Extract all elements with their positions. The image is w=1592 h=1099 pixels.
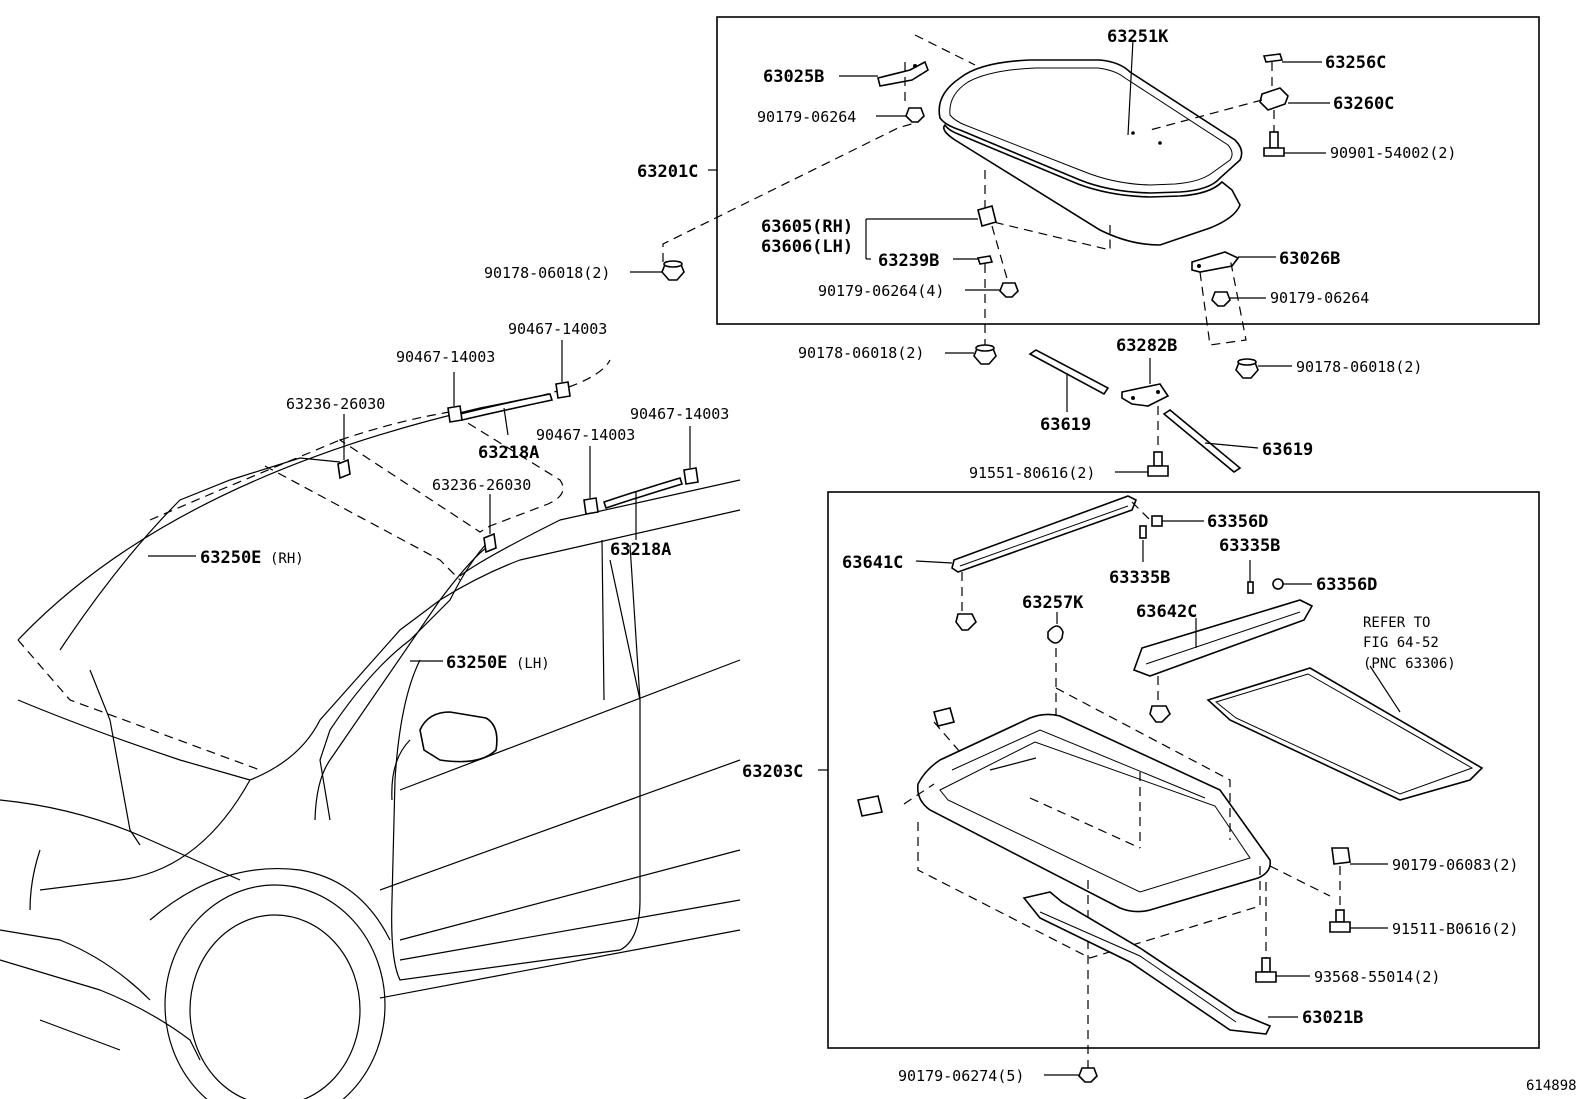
label-63218A-lower: 63218A <box>610 540 671 560</box>
clip-90467-a <box>447 372 463 423</box>
refer-line-2: FIG 64-52 <box>1363 635 1439 651</box>
screw-93568-55014 <box>1255 957 1277 983</box>
clip-63356D-top <box>1151 515 1163 527</box>
drip-rail-63021B <box>1022 891 1272 1035</box>
deflector-63641C <box>951 495 1151 612</box>
label-90901-54002: 90901-54002(2) <box>1330 144 1456 162</box>
label-63619-right: 63619 <box>1262 440 1313 460</box>
label-63239B: 63239B <box>878 251 939 271</box>
sunroof-housing-frame <box>916 713 1272 913</box>
bolt-91511-B0616 <box>1329 866 1351 933</box>
nut-90179-06274 <box>1078 1067 1098 1083</box>
label-90178-06018-left: 90178-06018(2) <box>484 264 610 282</box>
label-90467-a: 90467-14003 <box>396 348 495 366</box>
label-90467-b: 90467-14003 <box>508 320 607 338</box>
screw-91551-80616 <box>1147 451 1169 477</box>
hose-63218A-upper <box>458 393 554 436</box>
label-63026B: 63026B <box>1279 249 1340 269</box>
clip-63256C <box>1262 53 1284 63</box>
bracket-63260C <box>1149 62 1289 131</box>
label-63356D-top: 63356D <box>1207 512 1268 532</box>
label-63236-upper: 63236-26030 <box>286 395 385 413</box>
label-63606-LH: 63606(LH) <box>761 237 853 257</box>
clip-63642C-lower <box>1149 705 1171 723</box>
clip-housing-2 <box>857 795 883 817</box>
label-63025B: 63025B <box>763 67 824 87</box>
clip-63236-upper <box>337 414 351 480</box>
label-91511-B0616: 91511-B0616(2) <box>1392 920 1518 938</box>
label-63250E-RH-side: (RH) <box>270 551 304 567</box>
label-63257K: 63257K <box>1022 593 1084 613</box>
screw-90901-54002 <box>1263 110 1285 157</box>
bracket-63025B <box>877 34 976 105</box>
label-63218A-upper: 63218A <box>478 443 539 463</box>
label-90179-06274: 90179-06274(5) <box>898 1067 1024 1085</box>
glass-frame-panel <box>942 123 1241 246</box>
sunshade-panel <box>1206 665 1484 801</box>
clip-90467-b <box>555 340 571 399</box>
bracket-63026B <box>1191 251 1247 346</box>
bracket-63282B <box>1121 358 1170 448</box>
label-63236-lower: 63236-26030 <box>432 476 531 494</box>
hook-63257K <box>1047 612 1064 720</box>
refer-line-1: REFER TO <box>1363 615 1430 631</box>
label-90179-06264-top: 90179-06264 <box>757 108 856 126</box>
label-63260C: 63260C <box>1333 94 1394 114</box>
group-label-63201C: 63201C <box>637 162 698 182</box>
sunroof-glass-63251K <box>938 39 1243 194</box>
label-91551-80616: 91551-80616(2) <box>969 464 1095 482</box>
label-63250E-LH: 63250E <box>446 653 507 673</box>
label-90179-06264-right: 90179-06264 <box>1270 289 1369 307</box>
nut-90178-06018-right <box>1235 358 1259 379</box>
label-63282B: 63282B <box>1116 336 1177 356</box>
label-90178-06018-center: 90178-06018(2) <box>798 344 924 362</box>
nut-90179-06264-top <box>905 107 925 123</box>
bracket-63605-63606 <box>976 205 1009 345</box>
nut-90178-06018-left <box>661 260 685 281</box>
label-90179-06083: 90179-06083(2) <box>1392 856 1518 874</box>
nut-90179-06264-right <box>1211 291 1231 307</box>
strip-63619-left <box>1028 349 1110 396</box>
label-63250E-LH-side: (LH) <box>516 656 550 672</box>
refer-line-3: (PNC 63306) <box>1363 656 1456 672</box>
label-63250E-RH: 63250E <box>200 548 261 568</box>
clip-housing-1 <box>933 707 955 727</box>
label-90179-06264-4: 90179-06264(4) <box>818 282 944 300</box>
diagram-id: 614898 <box>1526 1078 1577 1094</box>
label-63021B: 63021B <box>1302 1008 1363 1028</box>
label-63335B-left: 63335B <box>1109 568 1170 588</box>
label-93568-55014: 93568-55014(2) <box>1314 968 1440 986</box>
clip-63236-lower <box>483 494 497 554</box>
clip-63335B-right <box>1247 581 1254 594</box>
clip-63356D-right <box>1272 578 1284 590</box>
clip-63335B-left <box>1139 525 1147 539</box>
deflector-63642C <box>1132 599 1314 704</box>
label-63335B-right: 63335B <box>1219 536 1280 556</box>
nut-90178-06018-center <box>973 344 997 365</box>
strip-63619-right <box>1162 409 1242 473</box>
vehicle-outline <box>0 359 741 1099</box>
hose-63218A-lower <box>602 477 684 540</box>
label-63256C: 63256C <box>1325 53 1386 73</box>
label-63251K: 63251K <box>1107 27 1169 47</box>
clip-63641C-lower <box>955 613 977 631</box>
label-90467-d: 90467-14003 <box>630 405 729 423</box>
group-label-63203C: 63203C <box>742 762 803 782</box>
label-63642C: 63642C <box>1136 602 1197 622</box>
label-63356D-right: 63356D <box>1316 575 1377 595</box>
nut-90179-06083 <box>1331 847 1351 865</box>
label-63619-left: 63619 <box>1040 415 1091 435</box>
clip-90467-c <box>583 446 599 515</box>
label-90178-06018-right: 90178-06018(2) <box>1296 358 1422 376</box>
label-63641C: 63641C <box>842 553 903 573</box>
clip-90467-d <box>683 426 699 485</box>
label-63605-RH: 63605(RH) <box>761 217 853 237</box>
nut-90179-06264-4 <box>999 282 1019 298</box>
label-90467-c: 90467-14003 <box>536 426 635 444</box>
